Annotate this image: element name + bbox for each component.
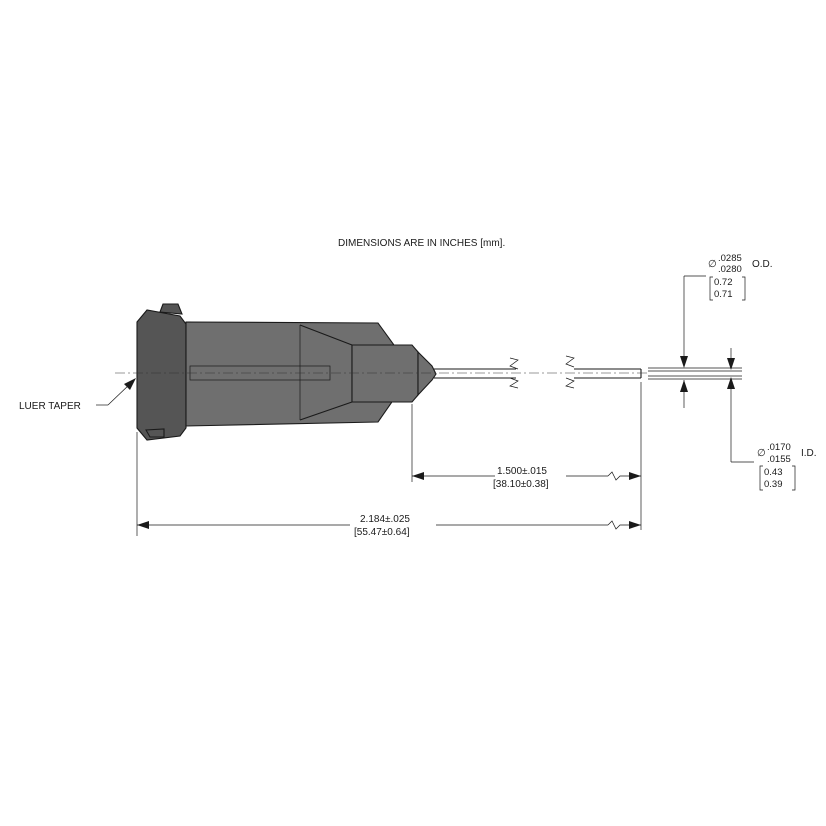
hub-nose [417,350,437,397]
svg-text:0.71: 0.71 [714,289,733,300]
hub-collar [351,344,419,403]
svg-text:1.500±.015: 1.500±.015 [497,466,547,477]
svg-text:I.D.: I.D. [801,448,817,459]
overall-length-dimension: 2.184±.025 [55.47±0.64] [136,432,641,538]
id-dimension: ∅ .0170 .0155 I.D. 0.43 0.39 [727,348,817,491]
svg-text:[38.10±0.38]: [38.10±0.38] [493,479,549,490]
svg-text:∅: ∅ [757,448,766,459]
svg-text:O.D.: O.D. [752,259,773,270]
hub-wing-top [159,303,183,315]
svg-text:.0280: .0280 [718,264,742,275]
svg-text:0.43: 0.43 [764,467,783,478]
svg-text:0.39: 0.39 [764,479,783,490]
svg-text:∅: ∅ [708,259,717,270]
svg-text:[55.47±0.64]: [55.47±0.64] [354,527,410,538]
svg-text:0.72: 0.72 [714,277,733,288]
needle-length-dimension: 1.500±.015 [38.10±0.38] [411,382,642,530]
svg-text:.0155: .0155 [767,454,791,465]
svg-text:.0285: .0285 [718,253,742,264]
svg-text:.0170: .0170 [767,442,791,453]
luer-flange [136,309,187,441]
svg-text:2.184±.025: 2.184±.025 [360,514,410,525]
cannula [434,355,742,389]
hub-wing-bottom [145,428,165,438]
luer-taper-label: LUER TAPER [19,401,81,412]
units-note: DIMENSIONS ARE IN INCHES [mm]. [338,238,505,249]
needle-hub [136,303,437,441]
od-dimension: ∅ .0285 .0280 O.D. 0.72 0.71 [680,253,773,408]
